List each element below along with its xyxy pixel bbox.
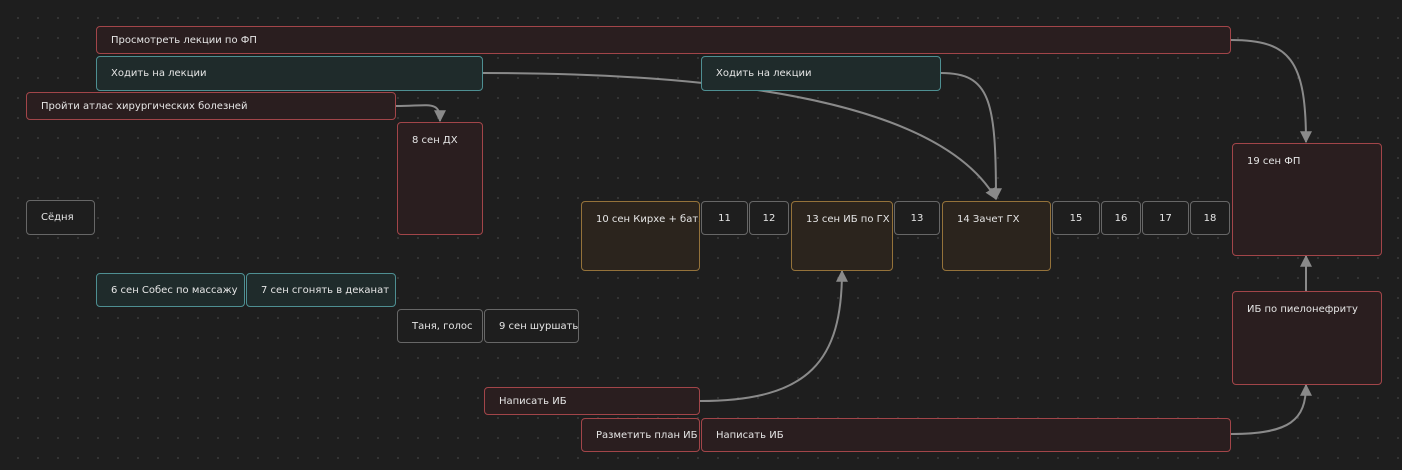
card-sep7[interactable]: 7 сен сгонять в деканат — [246, 273, 396, 307]
card-sep8[interactable]: 8 сен ДХ — [397, 122, 483, 235]
card-lectures-fp[interactable]: Просмотреть лекции по ФП — [96, 26, 1231, 54]
card-pyelo[interactable]: ИБ по пиелонефриту — [1232, 291, 1382, 385]
card-plan-ib[interactable]: Разметить план ИБ — [581, 418, 700, 452]
card-day-18[interactable]: 18 — [1190, 201, 1230, 235]
card-sep14[interactable]: 14 Зачет ГХ — [942, 201, 1051, 271]
edge-write-ib-to-sep13 — [699, 269, 848, 402]
card-today[interactable]: Сёдня — [26, 200, 95, 235]
card-day-13[interactable]: 13 — [894, 201, 940, 235]
card-day-17[interactable]: 17 — [1142, 201, 1189, 235]
edge-lectures1-to-sep14 — [482, 72, 997, 201]
card-write-ib-1[interactable]: Написать ИБ — [484, 387, 700, 415]
card-sep6[interactable]: 6 сен Собес по массажу — [96, 273, 245, 307]
card-lectures-1[interactable]: Ходить на лекции — [96, 56, 483, 91]
card-lectures-2[interactable]: Ходить на лекции — [701, 56, 941, 91]
card-day-15[interactable]: 15 — [1052, 201, 1100, 235]
card-day-12[interactable]: 12 — [749, 201, 789, 235]
card-day-16[interactable]: 16 — [1101, 201, 1141, 235]
card-sep9[interactable]: 9 сен шуршать — [484, 309, 579, 343]
card-sep13[interactable]: 13 сен ИБ по ГХ — [791, 201, 893, 271]
edge-lectures2-to-sep14 — [940, 72, 1002, 201]
card-tanya[interactable]: Таня, голос — [397, 309, 483, 343]
card-atlas[interactable]: Пройти атлас хирургических болезней — [26, 92, 396, 120]
card-day-11[interactable]: 11 — [701, 201, 748, 235]
edge-write-ib2-to-pyelo — [1230, 383, 1312, 435]
card-sep19[interactable]: 19 сен ФП — [1232, 143, 1382, 256]
edge-lectures-fp-to-sep19 — [1230, 39, 1312, 144]
edge-atlas-to-sep8 — [395, 104, 446, 123]
card-sep10[interactable]: 10 сен Кирхе + батя — [581, 201, 700, 271]
card-write-ib-2[interactable]: Написать ИБ — [701, 418, 1231, 452]
